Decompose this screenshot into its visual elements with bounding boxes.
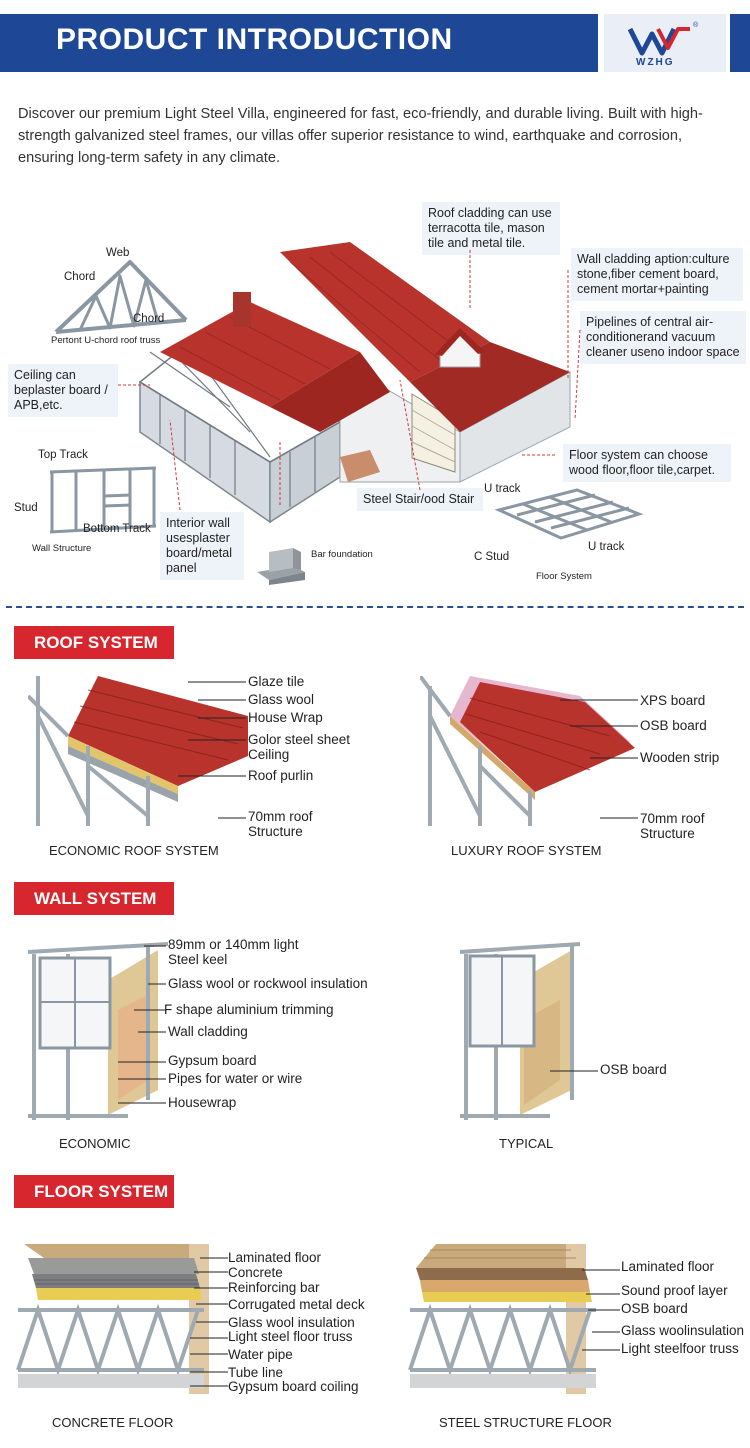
- economic-roof-caption: ECONOMIC ROOF SYSTEM: [49, 843, 219, 858]
- wall-structure-caption: Wall Structure: [32, 543, 92, 554]
- header: PRODUCT INTRODUCTION ® WZHG: [0, 14, 750, 72]
- economic-roof-leaders: [178, 681, 246, 819]
- bar-foundation-label: Bar foundation: [311, 549, 373, 560]
- u-track-top-label: U track: [484, 483, 521, 495]
- bar-foundation-icon: [257, 548, 305, 585]
- floor-system-caption: Floor System: [536, 571, 592, 582]
- floor-con-label-truss: Light steel floor truss: [228, 1329, 353, 1344]
- truss-caption: Pertont U-chord roof truss: [51, 335, 161, 346]
- typical-wall-leader: [550, 1070, 598, 1072]
- callout-leader-lines: [118, 250, 581, 511]
- roof-eco-label-color-steel: Golor steel sheet: [248, 732, 351, 747]
- wall-eco-label-keel-1: 89mm or 140mm light: [168, 937, 299, 952]
- wall-system-badge: WALL SYSTEM: [14, 882, 174, 915]
- concrete-floor-illustration: [16, 1244, 209, 1394]
- wall-eco-label-trimming: F shape aluminium trimming: [164, 1002, 334, 1017]
- header-strip: [730, 14, 750, 72]
- wall-eco-label-housewrap: Housewrap: [168, 1095, 237, 1110]
- economic-wall-illustration: [28, 942, 169, 1120]
- luxury-roof-illustration: [420, 676, 635, 826]
- floor-system-badge: FLOOR SYSTEM: [14, 1175, 174, 1208]
- intro-paragraph: Discover our premium Light Steel Villa, …: [18, 106, 703, 166]
- roof-eco-label-house-wrap: House Wrap: [248, 710, 323, 725]
- roof-eco-label-ceiling: Ceiling: [248, 747, 290, 762]
- floor-con-label-rebar: Reinforcing bar: [228, 1280, 320, 1295]
- steel-floor-caption: STEEL STRUCTURE FLOOR: [439, 1415, 612, 1430]
- steel-floor-illustration: [408, 1244, 596, 1394]
- typical-wall-caption: TYPICAL: [499, 1136, 554, 1151]
- wall-eco-label-pipes: Pipes for water or wire: [168, 1071, 303, 1086]
- roof-eco-label-glaze-tile: Glaze tile: [248, 674, 305, 689]
- bottom-track-label: Bottom Track: [83, 523, 151, 535]
- pipelines-callout: Pipelines of central air-conditionerand …: [580, 311, 746, 364]
- wall-typ-label-osb: OSB board: [600, 1062, 667, 1077]
- roof-lux-label-70mm: 70mm roof: [640, 811, 705, 826]
- page-title: PRODUCT INTRODUCTION: [56, 23, 453, 56]
- roof-eco-label-glass-wool: Glass wool: [248, 692, 315, 707]
- concrete-floor-caption: CONCRETE FLOOR: [52, 1415, 174, 1430]
- wall-cladding-callout: Wall cladding aption:culture stone,fiber…: [571, 248, 743, 301]
- ceiling-callout: Ceiling can beplaster board / APB,etc.: [8, 364, 118, 417]
- floor-system-callout: Floor system can choose wood floor,floor…: [563, 444, 731, 482]
- wall-eco-label-gypsum: Gypsum board: [168, 1053, 257, 1068]
- section-divider: [6, 606, 744, 608]
- wzhg-logo-icon: [628, 27, 690, 56]
- stud-label: Stud: [14, 502, 38, 514]
- header-band: [0, 14, 598, 72]
- truss-chord-top-label: Chord: [64, 271, 96, 283]
- roof-cladding-callout: Roof cladding can use terracotta tile, m…: [422, 202, 560, 255]
- wall-eco-label-cladding: Wall cladding: [168, 1024, 248, 1039]
- economic-roof-illustration: [28, 676, 248, 826]
- truss-web-label: Web: [106, 247, 130, 259]
- roof-eco-label-70mm: 70mm roof: [248, 809, 313, 824]
- typical-wall-illustration: [460, 942, 581, 1120]
- floor-con-label-laminated: Laminated floor: [228, 1250, 322, 1265]
- luxury-roof-caption: LUXURY ROOF SYSTEM: [451, 843, 602, 858]
- floor-structure-diagram: [494, 488, 643, 540]
- roof-truss-diagram: [54, 260, 188, 334]
- wall-eco-label-insulation: Glass wool or rockwool insulation: [168, 976, 368, 991]
- economic-wall-caption: ECONOMIC: [59, 1136, 131, 1151]
- floor-steel-label-osb: OSB board: [621, 1301, 688, 1316]
- truss-chord-bottom-label: Chord: [133, 313, 165, 325]
- wall-eco-label-keel-2: Steel keel: [168, 952, 228, 967]
- u-track-bottom-label: U track: [588, 541, 625, 553]
- registered-mark: ®: [693, 22, 699, 29]
- steel-stair-callout: Steel Stair/ood Stair: [357, 488, 483, 511]
- c-stud-label: C Stud: [474, 551, 510, 563]
- floor-con-label-water-pipe: Water pipe: [228, 1347, 293, 1362]
- floor-con-label-tube: Tube line: [228, 1365, 284, 1380]
- roof-eco-label-structure: Structure: [248, 824, 303, 839]
- roof-lux-label-xps: XPS board: [640, 693, 706, 708]
- steel-floor-leaders: [582, 1269, 620, 1351]
- roof-system-badge: ROOF SYSTEM: [14, 626, 174, 659]
- roof-lux-label-structure: Structure: [640, 826, 695, 841]
- top-track-label: Top Track: [38, 449, 88, 461]
- floor-con-label-deck: Corrugated metal deck: [228, 1297, 365, 1312]
- interior-wall-callout: Interior wall usesplaster board/metal pa…: [160, 512, 244, 580]
- wall-structure-diagram: [49, 466, 157, 534]
- floor-steel-label-insulation: Glass woolinsulation: [621, 1323, 745, 1338]
- roof-eco-label-purlin: Roof purlin: [248, 768, 314, 783]
- floor-con-label-gypsum: Gypsum board coiling: [228, 1379, 359, 1394]
- floor-steel-label-truss: Light steelfoor truss: [621, 1341, 739, 1356]
- economic-wall-leaders: [118, 945, 166, 1104]
- luxury-roof-leaders: [560, 699, 638, 819]
- floor-con-label-concrete: Concrete: [228, 1265, 283, 1280]
- roof-lux-label-wooden-strip: Wooden strip: [640, 750, 720, 765]
- villa-illustration: [138, 242, 571, 524]
- floor-con-label-insulation: Glass wool insulation: [228, 1315, 355, 1330]
- floor-steel-label-laminated: Laminated floor: [621, 1259, 715, 1274]
- roof-lux-label-osb: OSB board: [640, 718, 707, 733]
- concrete-floor-leaders: [190, 1257, 228, 1387]
- logo-text: WZHG: [636, 57, 675, 68]
- floor-steel-label-sound: Sound proof layer: [621, 1283, 728, 1298]
